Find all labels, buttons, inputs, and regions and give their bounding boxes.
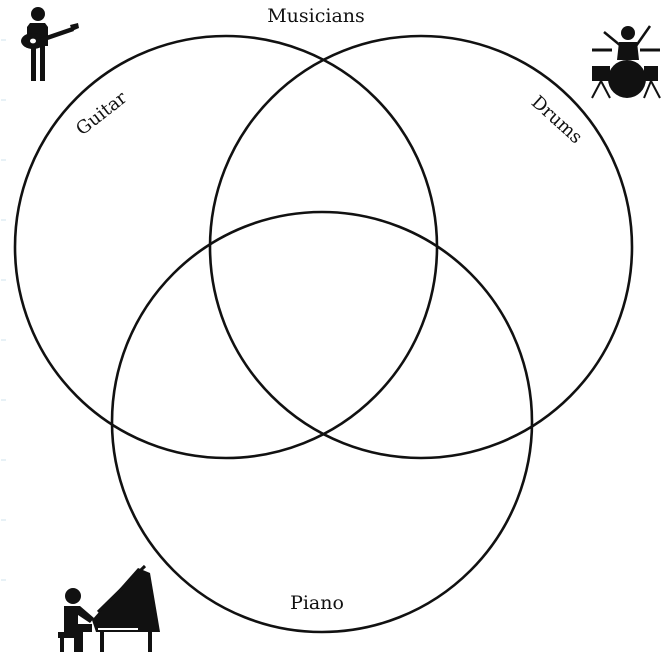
piano-circle <box>110 210 534 634</box>
drums-label: Drums <box>527 92 586 148</box>
piano-label: Piano <box>290 592 344 614</box>
left-edge-marks <box>1 39 6 581</box>
guitar-circle <box>13 34 439 460</box>
diagram-title: Musicians <box>267 5 365 27</box>
drummer-icon <box>591 25 661 99</box>
guitarist-icon <box>21 7 79 81</box>
drums-circle <box>208 34 634 460</box>
pianist-icon <box>58 564 160 652</box>
